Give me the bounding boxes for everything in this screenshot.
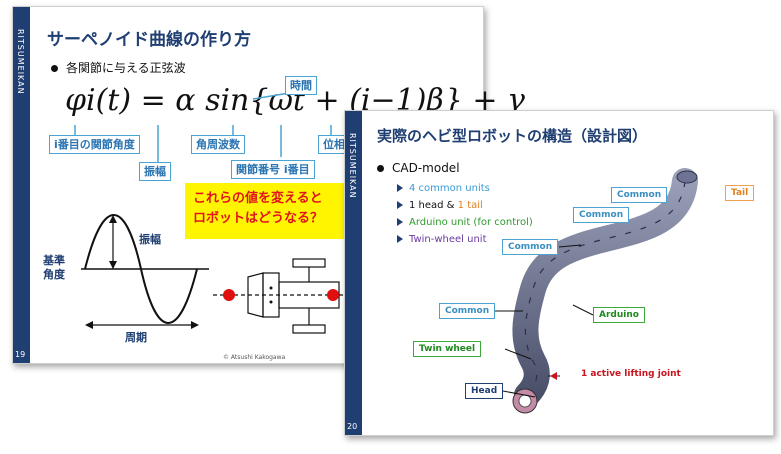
base-label-line2: 角度	[43, 267, 65, 281]
label-joint-angle: i番目の関節角度	[49, 135, 140, 155]
wave-period-label: 周期	[125, 331, 147, 344]
tag-tail: Tail	[725, 185, 755, 201]
bullet-dot-icon	[377, 165, 384, 172]
bullet-text: CAD-model	[392, 161, 460, 175]
cad-sublist-item: Arduino unit (for control)	[397, 217, 533, 228]
base-label-line1: 基準	[43, 254, 65, 267]
slide1-bullet: 各関節に与える正弦波	[51, 59, 186, 76]
tag-common-3: Common	[502, 239, 559, 255]
brand-text: RITSUMEIKAN	[348, 133, 357, 199]
bullet-dot-icon	[51, 65, 58, 72]
triangle-bullet-icon	[397, 235, 403, 243]
callout-line-1: これらの値を変えると	[193, 191, 323, 206]
slide2-bullet: CAD-model	[377, 161, 460, 175]
tag-common-4: Common	[439, 303, 496, 319]
slide1-title: サーペノイド曲線の作り方	[47, 30, 251, 50]
label-time: 時間	[285, 76, 317, 96]
slide2-sidebar: RITSUMEIKAN 20	[345, 111, 362, 435]
cad-sublist-text: Arduino unit (for control)	[409, 217, 533, 228]
copyright-text: © Atsushi Kakogawa	[223, 354, 286, 361]
bullet-text: 各関節に与える正弦波	[66, 61, 186, 75]
question-callout: これらの値を変えると ロボットはどうなる？	[185, 183, 355, 239]
brand-text: RITSUMEIKAN	[16, 29, 25, 95]
tag-common-2: Common	[573, 207, 630, 223]
cad-sublist-text: 4 common units	[409, 183, 490, 194]
cad-sublist-text: Twin-wheel unit	[409, 234, 487, 245]
triangle-bullet-icon	[397, 201, 403, 209]
label-joint-number: 関節番号 i番目	[231, 160, 315, 180]
triangle-bullet-icon	[397, 184, 403, 192]
page-number: 20	[347, 422, 358, 431]
slide1-sidebar: RITSUMEIKAN 19	[13, 7, 30, 363]
callout-line-2: ロボットはどうなる？	[193, 210, 324, 226]
slide2-title: 実際のヘビ型ロボットの構造（設計図）	[377, 127, 648, 145]
tag-common-1: Common	[611, 187, 668, 203]
label-angular-frequency: 角周波数	[191, 135, 245, 155]
label-amplitude: 振幅	[139, 162, 171, 182]
cad-sublist-item: Twin-wheel unit	[397, 234, 487, 245]
snake-robot-cad	[493, 168, 698, 414]
label-joint-angle-text: i番目の関節角度	[54, 138, 135, 151]
lifting-joint-annotation: 1 active lifting joint	[581, 369, 681, 379]
tag-head: Head	[465, 383, 504, 399]
tag-arduino: Arduino	[593, 307, 645, 323]
slide-snake-robot-structure: RITSUMEIKAN 20 実際のヘビ型ロボットの構造（設計図） CAD-mo…	[344, 110, 774, 436]
triangle-bullet-icon	[397, 218, 403, 226]
page-number: 19	[15, 350, 26, 359]
cad-sublist-item: 1 head & 1 tail	[397, 200, 483, 211]
cad-sublist-text: 1 head &	[409, 200, 458, 211]
wave-base-angle-label: 基準 角度	[43, 254, 65, 282]
tag-twin-wheel: Twin wheel	[413, 341, 482, 357]
cad-sublist-item: 4 common units	[397, 183, 490, 194]
sine-wave-diagram	[81, 214, 353, 334]
cad-sublist-text: 1 tail	[457, 200, 483, 211]
wave-amplitude-label: 振幅	[139, 233, 161, 246]
